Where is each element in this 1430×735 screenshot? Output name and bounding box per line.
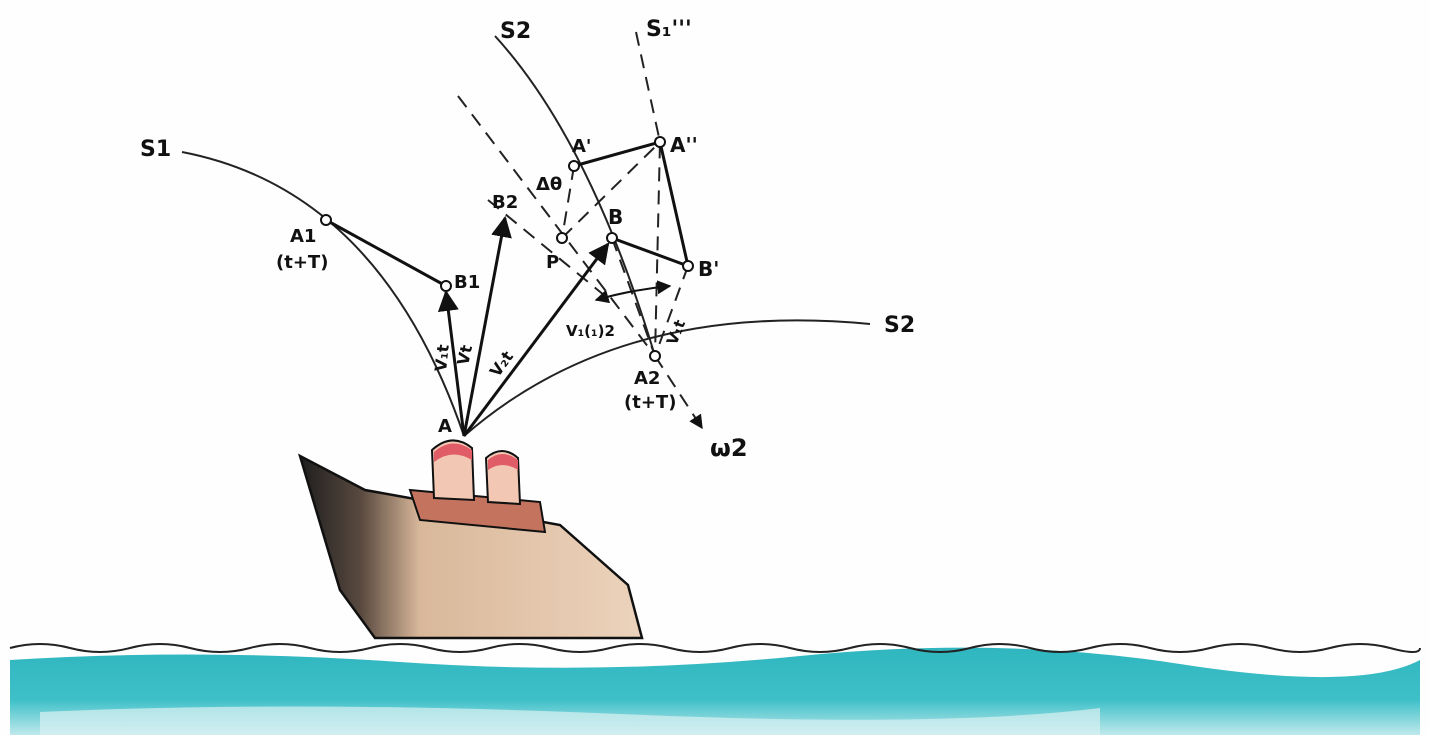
- trajectory-s1: [181, 151, 465, 437]
- label-v1t-left: V₁t: [431, 343, 453, 372]
- funnel-rear-cap: [488, 454, 518, 470]
- label-a-double: A'': [670, 133, 698, 157]
- label-s1-triple: S₁''': [646, 17, 692, 42]
- label-a: A: [438, 416, 452, 437]
- point-a-double: [654, 136, 666, 148]
- point-a-prime: [568, 160, 580, 172]
- point-a2: [649, 350, 661, 362]
- label-s2-right: S2: [884, 313, 915, 338]
- label-v12: V₁(₁)2: [566, 322, 615, 340]
- vector-vt: [462, 215, 512, 437]
- label-a1: A1: [290, 226, 316, 247]
- rotation-arc: [594, 280, 672, 304]
- point-a1: [320, 214, 332, 226]
- dashed-line-b-prime-a2: [654, 265, 689, 357]
- polygon-a-prime-a-double-b-prime-b: [573, 140, 691, 269]
- vector-v1t: [437, 289, 466, 437]
- vector-v2t: [462, 242, 610, 437]
- label-s2-top: S2: [500, 19, 531, 44]
- point-b: [606, 232, 618, 244]
- dashed-line-a2-upper: [457, 95, 656, 357]
- point-b-prime: [682, 260, 694, 272]
- point-b1: [440, 280, 452, 292]
- trajectory-s2-upper: [494, 35, 656, 357]
- label-s1: S1: [140, 137, 171, 162]
- label-v2t: V₂t: [486, 347, 517, 380]
- label-b1: B1: [454, 272, 480, 293]
- sea-foam: [40, 706, 1100, 735]
- label-vt: Vt: [453, 343, 476, 367]
- vector-omega2: [654, 355, 703, 430]
- label-p: P: [546, 252, 559, 273]
- label-b: B: [608, 205, 623, 229]
- label-a-prime: A': [572, 136, 591, 157]
- label-b2: B2: [492, 192, 518, 213]
- label-a2-time: (t+T): [624, 392, 676, 413]
- segment-a1-b1: [325, 218, 447, 288]
- label-delta-theta: Δθ: [536, 174, 562, 195]
- water-line: [9, 643, 1421, 653]
- sea: [9, 643, 1421, 735]
- label-a1-time: (t+T): [276, 252, 328, 273]
- dashed-line-b-a2: [611, 237, 656, 357]
- label-a2: A2: [634, 368, 660, 389]
- funnel-front-cap: [434, 443, 472, 462]
- label-omega2: ω2: [710, 434, 748, 462]
- dashed-line-a-prime-p: [561, 165, 575, 239]
- ship: [297, 439, 644, 640]
- label-b-prime: B': [698, 257, 719, 281]
- point-p: [556, 232, 568, 244]
